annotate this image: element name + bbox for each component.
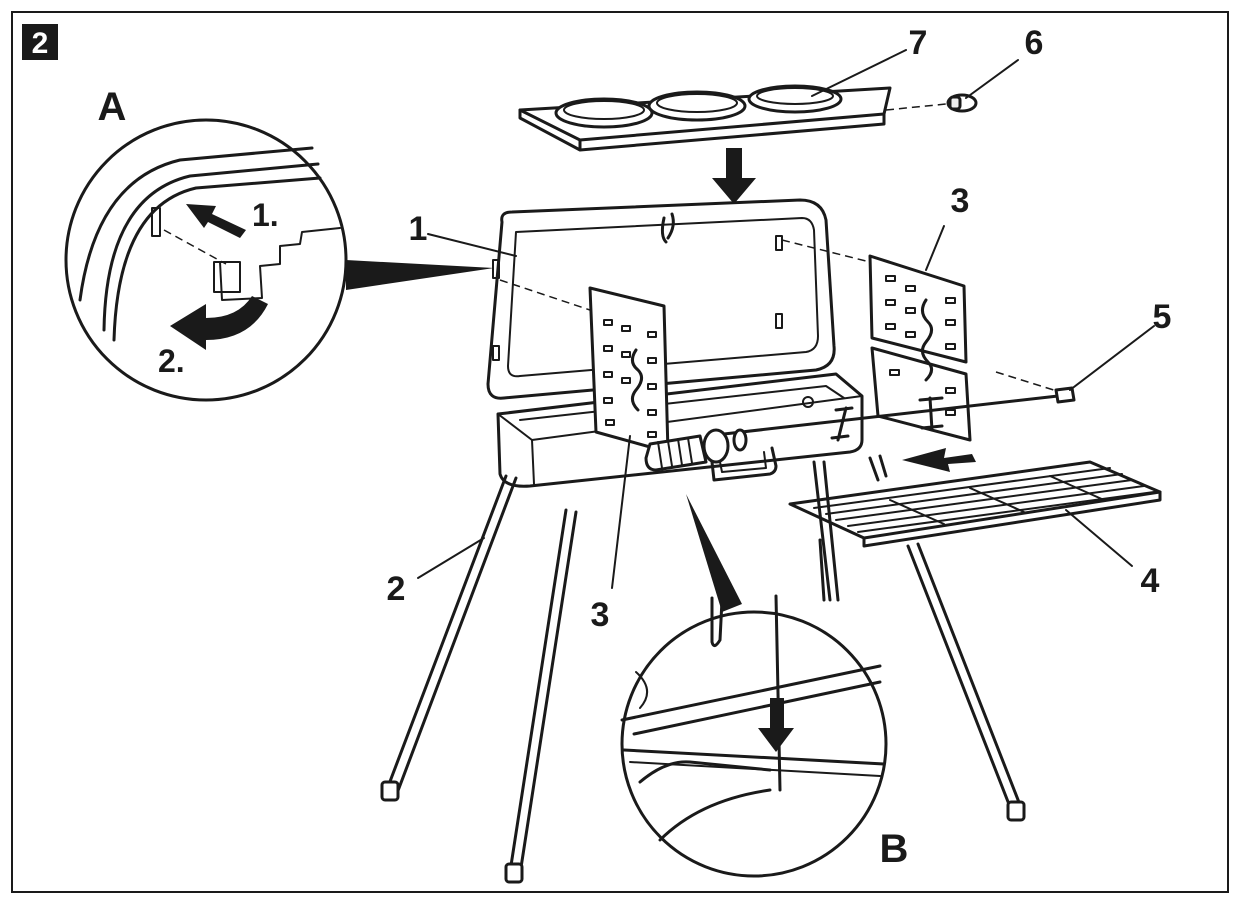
detail-a-zoom — [64, 118, 494, 402]
arrow-down-icon — [712, 148, 756, 204]
detail-a-pointer — [346, 260, 494, 290]
callout-2: 2 — [387, 570, 406, 608]
detail-a-label: A — [98, 85, 127, 129]
detail-b-zoom — [620, 494, 888, 878]
arrow-insert-icon — [902, 448, 976, 472]
figure-number-badge — [22, 24, 58, 60]
figure-border — [11, 11, 1229, 893]
callout-leaders — [417, 49, 1155, 589]
step-2-label: 2. — [158, 343, 185, 379]
detail-b-label: B — [880, 827, 909, 871]
callout-4: 4 — [1141, 562, 1160, 600]
rotisserie-spit-part-5 — [644, 371, 1076, 472]
support-plate-right-part-3 — [781, 239, 972, 442]
callout-6: 6 — [1025, 24, 1044, 62]
arrow-down-small-icon — [758, 698, 794, 752]
legs-part-2 — [380, 454, 1026, 884]
detail-b-pointer — [686, 494, 742, 612]
callout-3-right: 3 — [951, 182, 970, 220]
callout-5: 5 — [1153, 298, 1172, 336]
arrow-rotate-icon — [170, 296, 268, 350]
step-1-label: 1. — [252, 197, 279, 233]
callout-3-left: 3 — [591, 596, 610, 634]
grill-plate-part-7 — [518, 84, 892, 152]
callout-1: 1 — [409, 210, 428, 248]
figure-number: 2 — [32, 27, 49, 60]
grate-part-4 — [788, 448, 1162, 548]
arrow-up-icon — [186, 204, 246, 238]
callout-7: 7 — [909, 24, 928, 62]
support-plate-left-part-3 — [499, 279, 670, 454]
knob-part-6 — [885, 93, 978, 113]
